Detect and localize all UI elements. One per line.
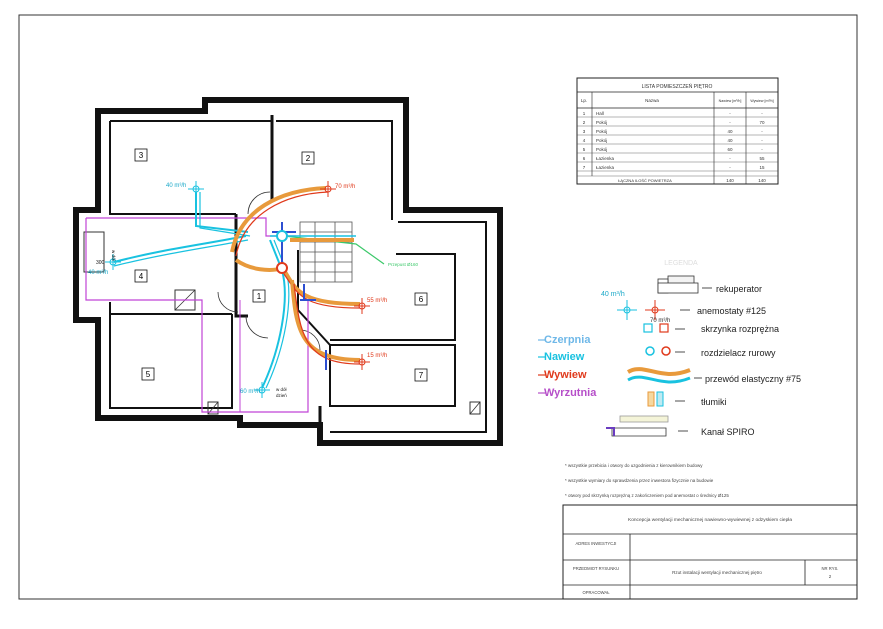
room-label-2: 2: [301, 151, 315, 165]
legend-item-anemostats: anemostaty #125: [697, 306, 766, 316]
note-1: * wszystkie przebicia i otwory do uzgodn…: [565, 463, 703, 468]
room-list-cell: 60: [727, 147, 733, 152]
notes: * wszystkie przebicia i otwory do uzgodn…: [565, 463, 729, 498]
room-list-cell: Łazienka: [596, 165, 615, 170]
svg-text:300: 300: [96, 260, 105, 266]
duct-routes: [105, 181, 385, 398]
legend-item-spiro: Kanał SPIRO: [701, 427, 755, 437]
svg-text:Wywiew [m³/h]: Wywiew [m³/h]: [750, 99, 773, 103]
room-list-cell: Łazienka: [596, 156, 615, 161]
svg-text:dzień: dzień: [276, 393, 287, 398]
legend-flow-label: 40 m³/h: [601, 291, 625, 298]
room-list-cell: Pokój: [596, 147, 607, 152]
title-block: Koncepcja wentylacji mechanicznej nawiew…: [562, 504, 858, 600]
svg-text:4: 4: [139, 272, 144, 281]
room-label-5: 5: [141, 367, 155, 381]
svg-text:Przepust Ø160: Przepust Ø160: [388, 262, 419, 267]
svg-text:7: 7: [419, 371, 424, 380]
room-list-cell: -: [729, 111, 731, 116]
room-list-cell: 40: [727, 138, 733, 143]
svg-text:w dół: w dół: [276, 387, 287, 392]
room-list-cell: 2: [583, 120, 586, 125]
room-label-4: 4: [134, 269, 148, 283]
room-label-1: 1: [252, 289, 266, 303]
room-list-cell: Pokój: [596, 120, 607, 125]
svg-text:1: 1: [257, 292, 262, 301]
svg-text:Nawiew [m³/h]: Nawiew [m³/h]: [719, 99, 742, 103]
prepared-label: OPRACOWAŁ: [582, 590, 610, 595]
legend: LEGENDA: [538, 260, 801, 437]
flow-label-r5: 60 m³/h: [240, 389, 260, 395]
address-label: ADRES INWESTYCJI: [576, 541, 617, 546]
legend-flow-label-2: 70 m³/h: [650, 318, 670, 324]
room-label-3: 3: [134, 148, 148, 162]
room-list-cell: -: [761, 111, 763, 116]
project-description: Koncepcja wentylacji mechanicznej nawiew…: [628, 517, 792, 523]
room-list-cell: Hall: [596, 111, 604, 116]
room-list-cell: 1: [583, 111, 586, 116]
room-list-cell: 4: [583, 138, 586, 143]
legend-title: LEGENDA: [664, 260, 698, 267]
flow-labels: 70 m³/h 40 m³/h 40 m³/h 60 m³/h 55 m³/h …: [88, 183, 419, 398]
svg-text:140: 140: [726, 178, 734, 183]
flow-label-r2: 70 m³/h: [335, 184, 355, 190]
content-label: PRZEDMIOT RYSUNKU: [573, 566, 619, 571]
duct-label-wyrzutnia: Wyrzutnia: [544, 387, 597, 399]
svg-text:6: 6: [419, 295, 424, 304]
legend-item-recuperator: rekuperator: [716, 284, 762, 294]
legend-item-silencers: tłumiki: [701, 397, 727, 407]
room-list-cell: -: [761, 138, 763, 143]
room-list-title: LISTA POMIESZCZEŃ PIĘTRO: [642, 83, 713, 90]
svg-text:Lp.: Lp.: [581, 98, 587, 103]
note-2: * wszystkie wymiary do sprawdzenia przez…: [565, 478, 714, 483]
duct-label-nawiew: Nawiew: [544, 351, 585, 363]
room-list-cell: 15: [759, 165, 765, 170]
svg-text:3: 3: [139, 151, 144, 160]
svg-text:5: 5: [146, 370, 151, 379]
room-list-cell: 3: [583, 129, 586, 134]
flow-label-r6: 55 m³/h: [367, 298, 387, 304]
room-list-cell: 6: [583, 156, 586, 161]
duct-label-czerpnia: Czerpnia: [544, 334, 591, 346]
content-value: Rzut instalacji wentylacji mechanicznej …: [672, 570, 762, 575]
room-list-cell: 40: [727, 129, 733, 134]
room-list-cell: -: [761, 129, 763, 134]
room-list-cell: -: [761, 147, 763, 152]
duct-label-wywiew: Wywiew: [544, 369, 587, 381]
drawing-no: 2: [829, 574, 832, 579]
room-list-cell: -: [729, 120, 731, 125]
room-list-cell: 7: [583, 165, 586, 170]
room-list-cell: 5: [583, 147, 586, 152]
svg-text:w dół: w dół: [111, 250, 116, 261]
legend-item-box: skrzynka rozprężna: [701, 324, 779, 334]
svg-text:140: 140: [758, 178, 766, 183]
note-3: * otwory pod skrzynką rozprężną z zakońc…: [565, 493, 729, 498]
room-label-7: 7: [414, 368, 428, 382]
flow-label-r7: 15 m³/h: [367, 353, 387, 359]
room-list-cell: 55: [759, 156, 765, 161]
flow-label-r3: 40 m³/h: [166, 183, 186, 189]
room-list-cell: 70: [759, 120, 765, 125]
room-label-6: 6: [414, 292, 428, 306]
room-numbers: 3 2 4 1 6 5 7: [134, 148, 428, 382]
room-list-table: LISTA POMIESZCZEŃ PIĘTRO Lp. Nazwa Nawie…: [576, 77, 779, 185]
room-list-cell: Pokój: [596, 138, 607, 143]
flow-label-r4: 40 m³/h: [88, 270, 108, 276]
svg-text:2: 2: [306, 154, 311, 163]
svg-text:Nazwa: Nazwa: [645, 98, 659, 103]
legend-item-manifold: rozdzielacz rurowy: [701, 348, 776, 358]
room-list-cell: -: [729, 165, 731, 170]
drawing-no-label: NR RYS.: [822, 566, 839, 571]
svg-text:ŁĄCZNA ILOŚĆ POWIETRZA: ŁĄCZNA ILOŚĆ POWIETRZA: [618, 178, 672, 183]
room-list-cell: -: [729, 156, 731, 161]
legend-item-flex: przewód elastyczny #75: [705, 374, 801, 384]
room-list-cell: Pokój: [596, 129, 607, 134]
